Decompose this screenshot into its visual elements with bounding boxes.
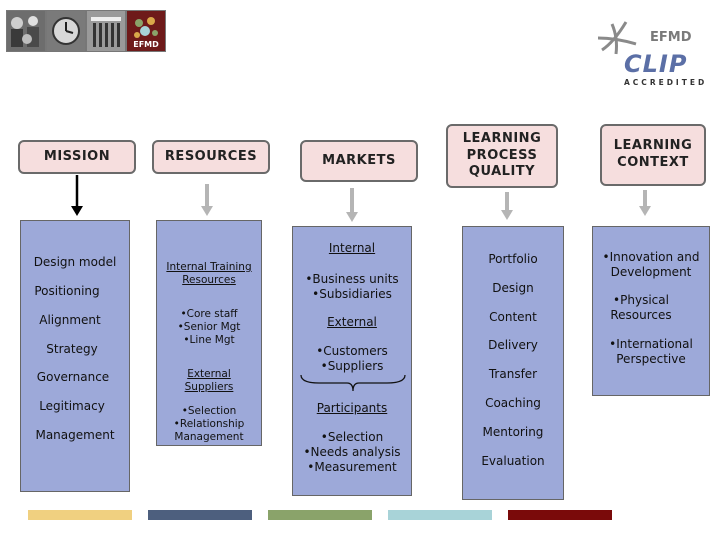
markets-arrow — [346, 188, 358, 222]
header-learning-process-quality: LEARNING PROCESS QUALITY — [446, 124, 558, 188]
learning-item: Evaluation — [481, 454, 545, 468]
resources-column: Internal Training Resources •Core staff … — [156, 220, 262, 446]
header-resources: RESOURCES — [152, 140, 270, 174]
mission-item: Strategy — [46, 342, 98, 356]
header-markets: MARKETS — [300, 140, 418, 182]
clip-logo-text: CLIP — [624, 50, 688, 78]
external-suppliers-label: External Suppliers — [184, 368, 234, 394]
mission-item: Alignment — [39, 313, 101, 327]
markets-column: Internal •Business units •Subsidiaries E… — [292, 226, 412, 496]
context-column: •Innovation and Development •Physical Re… — [592, 226, 710, 396]
markets-participants-list: •Selection •Needs analysis •Measurement — [303, 430, 401, 474]
context-item: •Physical Resources — [610, 293, 672, 322]
efmd-logo-text: EFMD — [650, 30, 692, 45]
internal-staff-list: •Core staff •Senior Mgt •Line Mgt — [177, 308, 241, 347]
learning-arrow — [501, 192, 513, 220]
efmd-clip-logo: EFMD CLIP ACCREDITED — [590, 14, 710, 90]
mission-column: Design model Positioning Alignment Strat… — [20, 220, 130, 492]
context-item: •International Perspective — [609, 337, 693, 366]
learning-item: Design — [492, 281, 534, 295]
footer-bar-3 — [268, 510, 372, 520]
context-arrow — [639, 190, 651, 216]
external-relationship-list: •Selection •Relationship Management — [173, 405, 245, 444]
mission-arrow — [71, 175, 83, 216]
footer-bar-4 — [388, 510, 492, 520]
header-photo-3 — [86, 10, 126, 52]
learning-item: Content — [489, 310, 537, 324]
markets-internal-label: Internal — [328, 241, 376, 255]
markets-external-label: External — [327, 315, 377, 329]
efmd-star-icon — [597, 21, 637, 55]
header-photo-1 — [6, 10, 46, 52]
markets-external-list: •Customers •Suppliers — [316, 344, 388, 373]
mission-item: Management — [35, 428, 115, 442]
learning-item: Portfolio — [488, 252, 538, 266]
markets-internal-list: •Business units •Subsidiaries — [305, 272, 399, 301]
learning-item: Coaching — [485, 396, 541, 410]
markets-brace — [300, 374, 406, 392]
markets-participants-label: Participants — [316, 401, 388, 415]
footer-bar-5 — [508, 510, 612, 520]
internal-training-resources-label: Internal Training Resources — [166, 261, 252, 287]
context-item: •Innovation and Development — [602, 250, 700, 279]
learning-item: Transfer — [488, 367, 538, 381]
header-mission: MISSION — [18, 140, 136, 174]
learning-item: Mentoring — [482, 425, 544, 439]
efmd-small-label: EFMD — [133, 40, 159, 49]
mission-item: Design model — [33, 255, 117, 269]
mission-item: Positioning — [34, 284, 100, 298]
learning-item: Delivery — [488, 338, 538, 352]
footer-bar-1 — [28, 510, 132, 520]
accredited-text: ACCREDITED — [624, 78, 708, 87]
header-photo-2 — [46, 10, 86, 52]
mission-item: Governance — [36, 370, 110, 384]
header-learning-context: LEARNING CONTEXT — [600, 124, 706, 186]
learning-column: Portfolio Design Content Delivery Transf… — [462, 226, 564, 500]
footer-bar-2 — [148, 510, 252, 520]
header-photo-efmd: EFMD — [126, 10, 166, 52]
mission-item: Legitimacy — [39, 399, 105, 413]
resources-arrow — [201, 184, 213, 216]
